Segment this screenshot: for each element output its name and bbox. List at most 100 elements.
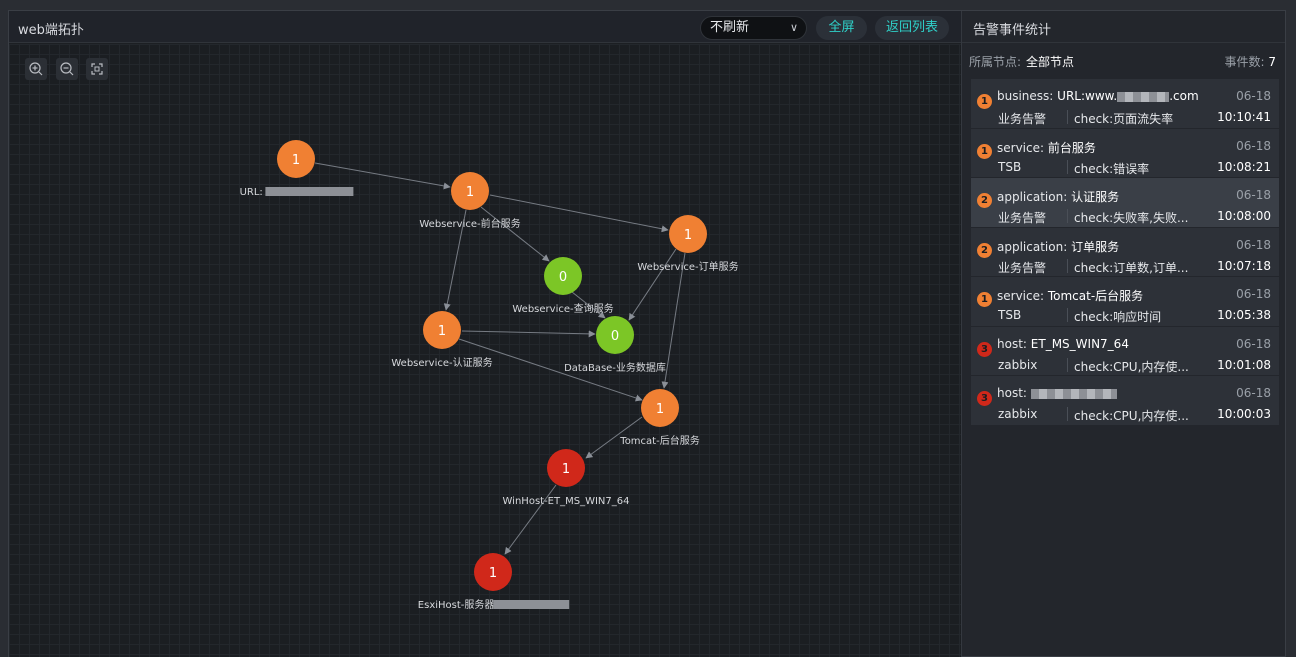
divider — [1067, 308, 1068, 322]
alarm-filter-bar: 所属节点: 全部节点 事件数: 7 — [962, 43, 1285, 77]
refresh-select[interactable]: 不刷新 ∨ — [700, 16, 807, 40]
fit-screen-icon[interactable] — [86, 58, 108, 80]
alarm-level-badge: 1 — [977, 292, 992, 307]
event-category: 业务告警 — [998, 211, 1047, 225]
topology-graph: 1URL:1Webservice-前台服务1Webservice-订单服务0We… — [240, 140, 739, 611]
event-time: 10:00:03 — [1217, 407, 1271, 421]
node-circle[interactable] — [641, 389, 679, 427]
node-circle[interactable] — [547, 449, 585, 487]
event-date: 06-18 — [1236, 237, 1271, 252]
node-label: DataBase-业务数据库 — [564, 361, 666, 374]
event-category: zabbix — [998, 407, 1038, 421]
event-count-value: 7 — [1268, 55, 1276, 69]
edge — [628, 248, 677, 321]
event-time: 10:07:18 — [1217, 258, 1271, 273]
divider — [1067, 407, 1068, 421]
zoom-out-icon[interactable] — [56, 58, 78, 80]
event-header: service: 前台服务 — [997, 139, 1096, 156]
event-date: 06-18 — [1236, 138, 1271, 153]
node-circle[interactable] — [596, 316, 634, 354]
alarm-level-badge: 2 — [977, 193, 992, 208]
divider — [1067, 357, 1068, 372]
event-name: URL:www. — [1057, 89, 1118, 103]
node-label: URL: — [240, 187, 263, 198]
zoom-in-icon[interactable] — [25, 58, 47, 80]
node-label: WinHost-ET_MS_WIN7_64 — [503, 496, 630, 507]
node-alarm-count: 1 — [466, 185, 474, 200]
alarm-level-badge: 2 — [977, 242, 992, 258]
back-to-list-button[interactable]: 返回列表 — [875, 16, 949, 40]
event-check: check:CPU,内存使... — [1074, 409, 1189, 423]
topology-panel: web端拓扑 不刷新 ∨ 全屏 返回列表 — [9, 11, 961, 657]
event-time: 10:05:38 — [1217, 308, 1271, 322]
edge — [571, 291, 606, 319]
event-header: host: — [997, 386, 1117, 400]
event-check: check:CPU,内存使... — [1074, 359, 1189, 374]
event-type: service: — [997, 289, 1045, 303]
node-label: Tomcat-后台服务 — [619, 434, 699, 447]
refresh-select-value: 不刷新 — [710, 20, 750, 35]
event-category: TSB — [998, 159, 1022, 174]
edge — [480, 206, 550, 262]
event-name: ET_MS_WIN7_64 — [1030, 336, 1129, 351]
event-type: application: — [997, 239, 1068, 254]
edge — [489, 194, 669, 233]
event-type: application: — [997, 190, 1068, 204]
event-date: 06-18 — [1236, 386, 1271, 400]
event-type: service: — [997, 140, 1045, 155]
divider — [1067, 110, 1068, 124]
event-check: check:失败率,失败... — [1074, 211, 1189, 225]
event-date: 06-18 — [1236, 287, 1271, 301]
node-alarm-count: 1 — [562, 462, 570, 477]
event-check: check:订单数,订单... — [1074, 260, 1189, 275]
divider — [1067, 159, 1068, 174]
event-time: 10:10:41 — [1217, 110, 1271, 124]
edge — [314, 162, 451, 190]
event-type: host: — [997, 386, 1027, 400]
alarm-level-badge: 1 — [977, 143, 992, 159]
node-label: EsxiHost-服务器 — [418, 598, 495, 611]
node-circle[interactable] — [544, 257, 582, 295]
event-time: 10:08:21 — [1217, 159, 1271, 174]
edge — [504, 484, 557, 555]
node-alarm-count: 1 — [684, 228, 692, 243]
node-circle[interactable] — [451, 172, 489, 210]
panel-divider — [961, 11, 962, 656]
redacted-text — [493, 600, 570, 609]
event-check: check:错误率 — [1074, 161, 1150, 176]
node-alarm-count: 1 — [292, 153, 300, 168]
event-count-label: 事件数: — [1224, 55, 1265, 69]
node-circle[interactable] — [423, 311, 461, 349]
edge — [661, 252, 686, 389]
redacted-text — [265, 187, 354, 196]
fullscreen-button[interactable]: 全屏 — [816, 16, 867, 40]
event-name: 前台服务 — [1047, 140, 1096, 155]
event-name: 认证服务 — [1071, 190, 1120, 204]
node-circle[interactable] — [669, 215, 707, 253]
alarm-level-badge: 3 — [977, 341, 992, 357]
edge — [461, 330, 596, 338]
node-circle[interactable] — [277, 140, 315, 178]
event-name-suffix: .com — [1169, 89, 1199, 103]
chevron-down-icon: ∨ — [789, 21, 798, 34]
node-circle[interactable] — [474, 553, 512, 591]
node-filter-value[interactable]: 全部节点 — [1026, 55, 1075, 69]
